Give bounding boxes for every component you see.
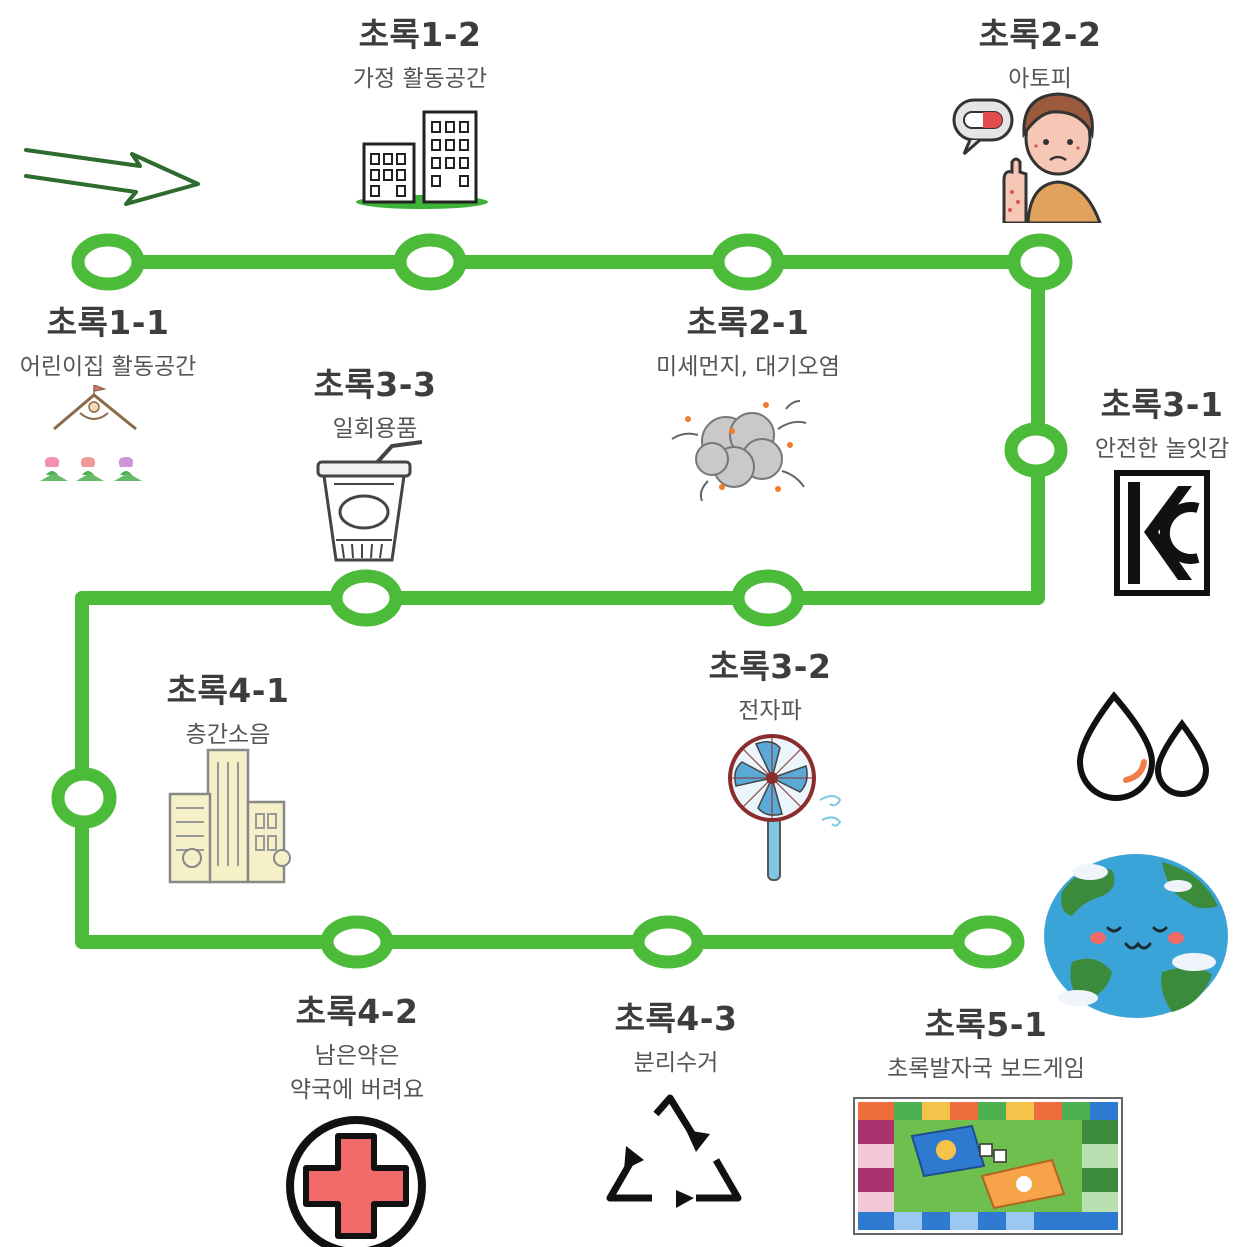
station-subtitle: 초록발자국 보드게임 xyxy=(887,1056,1085,1082)
station-title: 초록2-2 xyxy=(978,15,1102,54)
station-node-1-2[interactable] xyxy=(393,233,467,291)
station-label-2-2: 초록2-2 아토피 xyxy=(979,8,1102,96)
station-node-4-3[interactable] xyxy=(631,915,705,969)
smiling-earth-icon xyxy=(1044,854,1228,1018)
station-label-4-3: 초록4-3 분리수거 xyxy=(615,992,738,1080)
disposable-cup-icon xyxy=(316,440,423,562)
station-title: 초록1-1 xyxy=(46,303,170,342)
station-title: 초록4-3 xyxy=(614,999,738,1038)
station-label-4-2: 초록4-2 남은약은 약국에 버려요 xyxy=(290,985,424,1107)
station-node-2-1[interactable] xyxy=(711,233,785,291)
water-drops-icon xyxy=(1076,691,1210,801)
kc-mark-icon xyxy=(1114,470,1210,596)
station-label-3-3: 초록3-3 일회용품 xyxy=(314,358,437,446)
station-title: 초록1-2 xyxy=(358,15,482,54)
station-label-3-2: 초록3-2 전자파 xyxy=(709,640,832,728)
station-label-2-1: 초록2-1 미세먼지, 대기오염 xyxy=(656,296,840,384)
station-subtitle: 안전한 놀잇감 xyxy=(1094,436,1230,462)
station-subtitle: 미세먼지, 대기오염 xyxy=(656,354,840,380)
station-subtitle: 전자파 xyxy=(738,698,802,724)
station-node-4-2[interactable] xyxy=(320,915,394,969)
station-subtitle: 아토피 xyxy=(1008,66,1072,92)
station-title: 초록4-1 xyxy=(166,671,290,710)
station-label-5-1: 초록5-1 초록발자국 보드게임 xyxy=(887,998,1085,1086)
station-label-1-1: 초록1-1 어린이집 활동공간 xyxy=(20,296,197,384)
station-subtitle-line2: 약국에 버려요 xyxy=(289,1077,425,1103)
station-title: 초록4-2 xyxy=(295,992,419,1031)
route-line xyxy=(75,255,1045,949)
station-node-3-1[interactable] xyxy=(1004,422,1068,478)
station-subtitle-line1: 남은약은 xyxy=(314,1043,400,1069)
station-label-1-2: 초록1-2 가정 활동공간 xyxy=(353,8,487,96)
station-label-4-1: 초록4-1 층간소음 xyxy=(167,664,290,752)
station-subtitle: 일회용품 xyxy=(332,416,418,442)
station-title: 초록3-2 xyxy=(708,647,832,686)
station-node-5-1[interactable] xyxy=(951,915,1025,969)
pharmacy-cross-icon xyxy=(286,1116,426,1247)
station-subtitle: 층간소음 xyxy=(185,722,271,748)
station-label-3-1: 초록3-1 안전한 놀잇감 xyxy=(1095,378,1229,466)
station-subtitle: 분리수거 xyxy=(633,1050,719,1076)
direction-arrow-icon xyxy=(24,148,200,206)
station-title: 초록2-1 xyxy=(686,303,810,342)
station-title: 초록3-3 xyxy=(313,365,437,404)
kids-tent-tulips-icon xyxy=(40,385,142,481)
station-subtitle: 어린이집 활동공간 xyxy=(19,354,197,380)
station-node-2-2[interactable] xyxy=(1007,233,1073,291)
station-subtitle: 가정 활동공간 xyxy=(352,66,488,92)
atopy-person-icon xyxy=(952,92,1102,223)
station-title: 초록3-1 xyxy=(1100,385,1224,424)
recycle-icon xyxy=(606,1094,742,1208)
high-rise-building-icon xyxy=(168,748,291,884)
station-title: 초록5-1 xyxy=(924,1005,1048,1044)
electric-fan-icon xyxy=(728,734,842,881)
dust-cloud-icon xyxy=(671,400,807,502)
station-node-4-1[interactable] xyxy=(51,767,117,829)
board-game-icon xyxy=(853,1097,1123,1235)
station-node-3-3[interactable] xyxy=(329,569,403,627)
station-node-3-2[interactable] xyxy=(731,569,805,627)
apartment-buildings-icon xyxy=(356,110,488,209)
station-node-1-1[interactable] xyxy=(71,233,145,291)
